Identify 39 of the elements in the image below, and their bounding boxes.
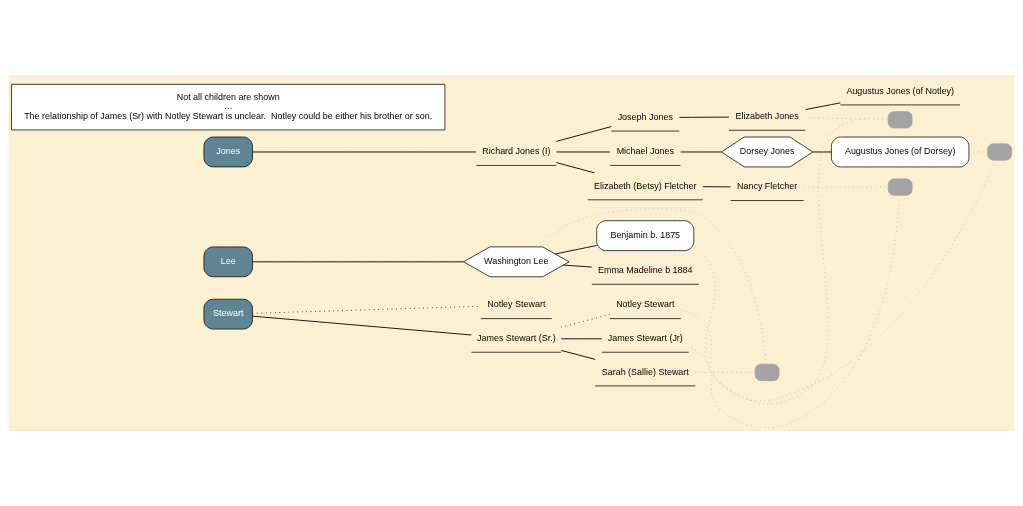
node-text: Notley Stewart: [487, 299, 546, 310]
node-text: Elizabeth (Betsy) Fletcher: [594, 180, 697, 191]
node-box: Not all children are shown … The relationship of James (Sr) with Notley Stewart is unclear. Notley could be either his brother or son.: [11, 83, 446, 131]
node-text: Emma Madeline b 1884: [597, 265, 693, 276]
node-box: Stewart: [203, 298, 253, 330]
connector: [680, 117, 889, 405]
connector: [534, 208, 767, 365]
node-box: [887, 111, 913, 129]
connector: [680, 151, 722, 153]
connector: [252, 261, 465, 263]
connector: [563, 264, 593, 268]
node-box: Lee: [203, 246, 253, 278]
node-text: Joseph Jones: [617, 111, 673, 122]
node-box: [754, 363, 780, 382]
connector: [812, 151, 832, 153]
node-text: Sarah (Sallie) Stewart: [601, 366, 689, 377]
connector: [693, 159, 996, 402]
connector: [702, 186, 731, 188]
node-box: [987, 143, 1012, 161]
node-box: Jones: [203, 136, 253, 168]
node-box: [887, 178, 913, 196]
node-text: Nancy Fletcher: [737, 181, 798, 192]
node-text: Elizabeth Jones: [735, 111, 799, 122]
connector: [560, 350, 596, 360]
connector: [252, 151, 477, 153]
node-text: Michael Jones: [616, 146, 674, 157]
connector: [679, 116, 730, 118]
connector: [554, 245, 598, 255]
connector: [555, 126, 612, 142]
node-text: Augustus Jones (of Notley): [846, 85, 954, 96]
node-text: James Stewart (Sr.): [477, 333, 556, 344]
node-box: Benjamin b. 1875: [596, 220, 695, 251]
connector: [252, 315, 472, 336]
connector: [805, 102, 841, 110]
node-box: Augustus Jones (of Dorsey): [831, 136, 970, 168]
node-text: Notley Stewart: [616, 299, 675, 310]
node-text: Richard Jones (I): [482, 146, 551, 157]
connector: [555, 162, 595, 174]
node-text: James Stewart (Jr): [607, 333, 683, 344]
